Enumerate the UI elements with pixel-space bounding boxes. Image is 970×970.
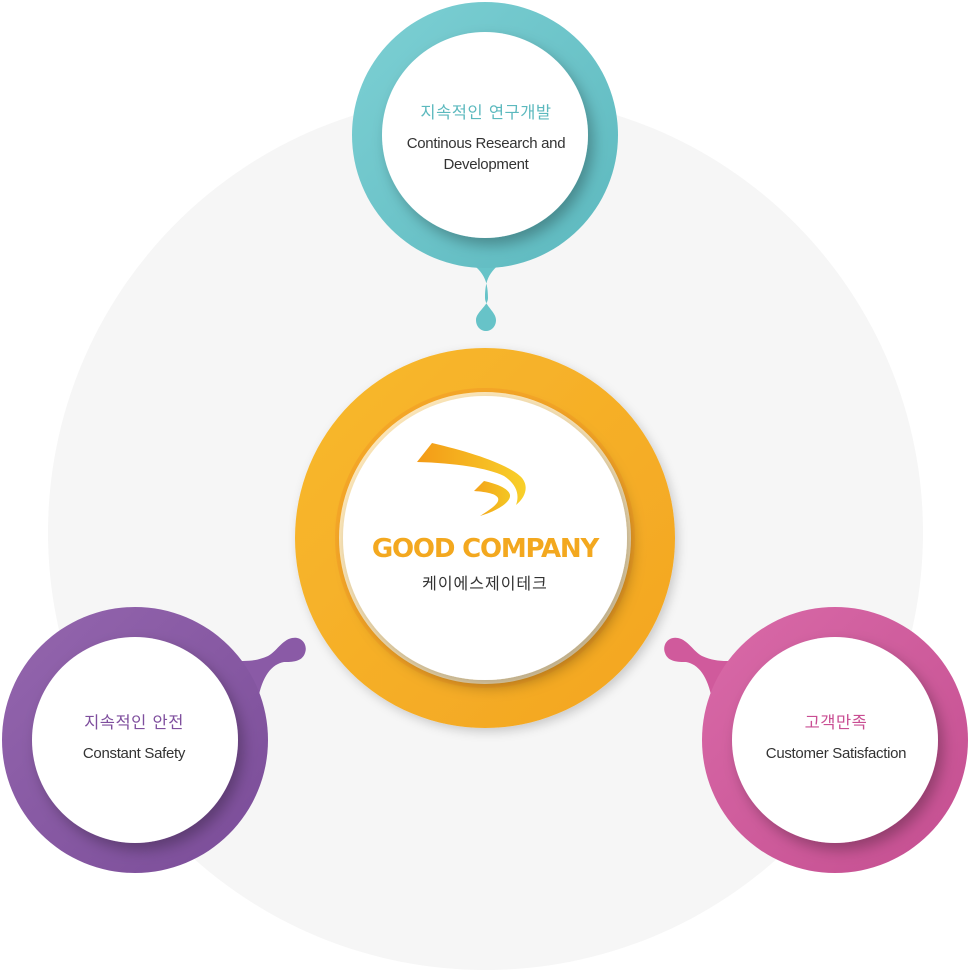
node-right-shape [664, 607, 968, 873]
node-top-text: 지속적인 연구개발 Continous Research and Develop… [380, 102, 592, 175]
center-text: GOOD COMPANY 케이에스제이테크 [335, 530, 635, 596]
company-name: GOOD COMPANY [371, 534, 599, 564]
right-connector-drop [664, 637, 758, 700]
company-korean-name: 케이에스제이테크 [422, 574, 548, 593]
node-top-shape [352, 2, 618, 331]
node-top-subtitle-line1: Continous Research and [406, 135, 566, 152]
top-connector-drop [458, 255, 514, 331]
center-inner-circle [343, 396, 627, 680]
node-left-shape [2, 607, 306, 873]
node-right-title: 고객만족 [804, 713, 868, 732]
node-left-subtitle: Constant Safety [82, 745, 186, 762]
node-right-text: 고객만족 Customer Satisfaction [730, 712, 942, 764]
swoosh-logo-icon [417, 443, 526, 516]
node-top-subtitle-line2: Development [443, 156, 529, 173]
node-right-subtitle: Customer Satisfaction [765, 745, 907, 762]
right-inner-circle [732, 637, 938, 843]
top-inner-circle [382, 32, 588, 238]
node-left-text: 지속적인 안전 Constant Safety [28, 712, 240, 764]
left-inner-circle [32, 637, 238, 843]
node-top-subtitle: Continous Research and Development [380, 133, 592, 175]
node-left-title: 지속적인 안전 [84, 713, 184, 732]
node-top-title: 지속적인 연구개발 [420, 103, 552, 122]
node-center-shape [295, 348, 675, 728]
left-connector-drop [212, 637, 306, 700]
